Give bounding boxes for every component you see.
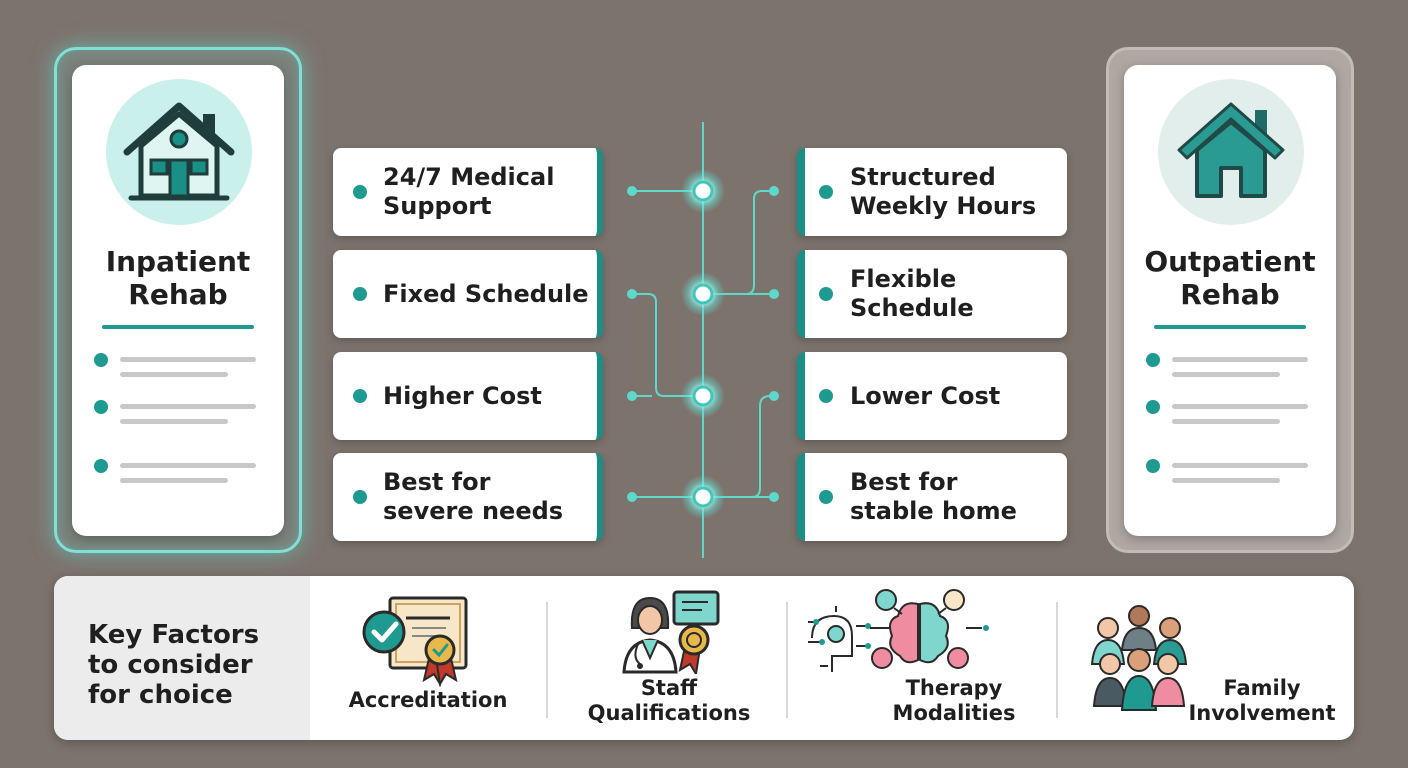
feature-bullet (353, 287, 367, 301)
feature-bullet (819, 287, 833, 301)
outpatient-feature-card: Flexible Schedule (797, 250, 1067, 338)
outpatient-placeholder-item (1146, 400, 1316, 440)
outpatient-divider (1154, 325, 1306, 329)
inpatient-placeholder-item (94, 353, 264, 393)
connector-endpoint (769, 186, 779, 196)
factor-label-line: Accreditation (348, 688, 508, 712)
outpatient-placeholder-item (1146, 459, 1316, 499)
inpatient-placeholder-item (94, 459, 264, 499)
factor-label-line: Involvement (1188, 701, 1336, 725)
factor-label: Accreditation (334, 688, 522, 713)
brain-icon (808, 589, 989, 672)
feature-text: Higher Cost (383, 381, 542, 410)
factor-label-line: Modalities (892, 701, 1016, 725)
doctor-icon (622, 590, 720, 674)
key-factors-heading-area: Key Factors to consider for choice (54, 576, 310, 740)
inpatient-house-badge (106, 79, 252, 225)
feature-bullet (353, 389, 367, 403)
feature-bullet (819, 185, 833, 199)
feature-text: Fixed Schedule (383, 279, 589, 308)
feature-bullet (819, 389, 833, 403)
factor-label-line: Therapy (905, 676, 1003, 700)
feature-text: Structured (850, 163, 996, 191)
certificate-icon (362, 596, 468, 687)
outpatient-title: Outpatient Rehab (1124, 245, 1336, 311)
family-icon (1090, 605, 1188, 711)
outpatient-feature-card: Best for stable home (797, 453, 1067, 541)
house-icon (1177, 102, 1285, 198)
factor-label-line: Staff (640, 676, 698, 700)
house-icon (123, 102, 235, 201)
factor-divider (786, 602, 788, 718)
inpatient-feature-card: 24/7 Medical Support (333, 148, 603, 236)
feature-text: Support (383, 192, 492, 220)
feature-text: severe needs (383, 497, 564, 525)
factor-label-line: Family (1223, 676, 1301, 700)
factor-label-line: Qualifications (587, 701, 751, 725)
connector-endpoint (769, 391, 779, 401)
outpatient-feature-card: Lower Cost (797, 352, 1067, 440)
glow-nodes (681, 169, 725, 519)
feature-text: Lower Cost (850, 381, 1001, 410)
factor-divider (1056, 602, 1058, 718)
feature-text: Flexible (850, 265, 957, 293)
connector-endpoint (627, 391, 637, 401)
factor-divider (546, 602, 548, 718)
factor-label: Therapy Modalities (864, 676, 1044, 726)
outpatient-title-line2: Rehab (1180, 278, 1280, 311)
connector-endpoint (627, 289, 637, 299)
inpatient-placeholder-item (94, 400, 264, 440)
factor-label: Staff Qualifications (574, 676, 764, 726)
outpatient-feature-card: Structured Weekly Hours (797, 148, 1067, 236)
inpatient-title-line1: Inpatient (105, 245, 251, 278)
feature-text: stable home (850, 497, 1017, 525)
key-factors-heading-line: Key Factors (88, 620, 260, 650)
key-factors-panel: Key Factors to consider for choice Accre… (54, 576, 1354, 740)
key-factors-heading-line: to consider (88, 650, 253, 680)
connector-endpoint (627, 186, 637, 196)
inpatient-feature-card: Fixed Schedule (333, 250, 603, 338)
feature-text: Best for (383, 468, 491, 496)
connector-endpoint (627, 492, 637, 502)
inpatient-feature-card: Higher Cost (333, 352, 603, 440)
outpatient-card: Outpatient Rehab (1124, 65, 1336, 536)
connector-endpoint (769, 289, 779, 299)
key-factors-heading-line: for choice (88, 680, 233, 710)
connector-endpoint (769, 492, 779, 502)
key-factors-heading: Key Factors to consider for choice (88, 620, 259, 710)
inpatient-feature-card: Best for severe needs (333, 453, 603, 541)
feature-bullet (819, 490, 833, 504)
inpatient-divider (102, 325, 254, 329)
feature-text: 24/7 Medical (383, 163, 555, 191)
feature-bullet (353, 185, 367, 199)
outpatient-placeholder-item (1146, 353, 1316, 393)
feature-text: Schedule (850, 294, 974, 322)
feature-text: Weekly Hours (850, 192, 1037, 220)
inpatient-card: Inpatient Rehab (72, 65, 284, 536)
inpatient-title: Inpatient Rehab (72, 245, 284, 311)
feature-text: Best for (850, 468, 958, 496)
feature-bullet (353, 490, 367, 504)
inpatient-title-line2: Rehab (128, 278, 228, 311)
outpatient-house-badge (1158, 79, 1304, 225)
factor-label: Family Involvement (1172, 676, 1352, 726)
outpatient-title-line1: Outpatient (1144, 245, 1316, 278)
